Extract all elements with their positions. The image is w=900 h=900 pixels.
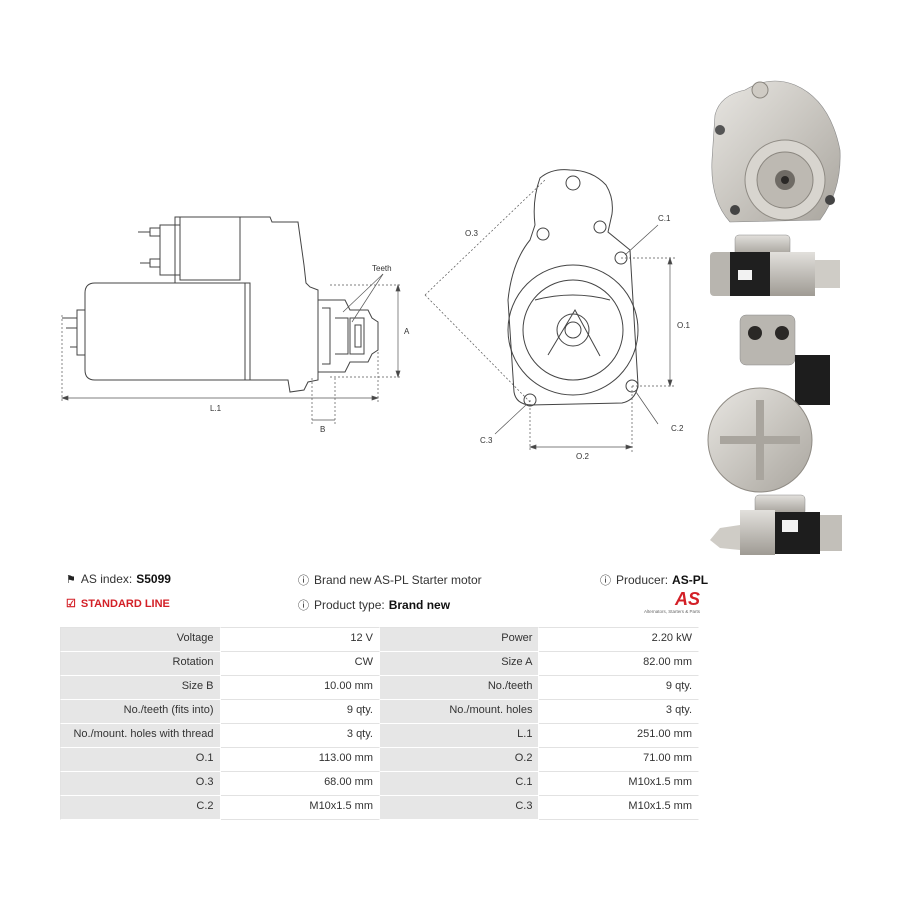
spec-key: No./teeth (fits into) [60,700,221,724]
dim-c1-label: C.1 [658,214,671,223]
dim-o1-label: O.1 [677,321,690,330]
spec-row: No./teeth (fits into)9 qty.No./mount. ho… [60,700,699,724]
info-icon: ⓘ [298,575,309,587]
spec-key: L.1 [379,724,540,748]
as-index: ⚑ AS index: S5099 [66,572,171,586]
producer-value: AS-PL [672,573,709,587]
as-index-label: AS index: [80,572,133,586]
spec-key: Size B [60,676,221,700]
tag-icon: ⚑ [66,573,76,586]
spec-key: Power [379,627,540,652]
spec-value: M10x1.5 mm [539,772,699,796]
dim-c3-label: C.3 [480,436,493,445]
info-icon: ⓘ [600,575,611,587]
spec-value: 71.00 mm [539,748,699,772]
spec-value: 82.00 mm [539,652,699,676]
info-icon: ⓘ [298,600,309,612]
spec-value: M10x1.5 mm [220,796,380,820]
description-text: Brand new AS-PL Starter motor [314,573,482,587]
spec-value: 251.00 mm [539,724,699,748]
standard-line: ☑ STANDARD LINE [66,597,170,611]
product-type: ⓘ Product type: Brand new [298,597,450,613]
producer-label: Producer: [616,573,669,587]
spec-key: C.2 [60,796,221,820]
spec-value: M10x1.5 mm [539,796,699,820]
technical-drawings: Teeth A B L.1 O.1 O.2 O.3 C.1 C.2 C.3 [60,169,690,461]
spec-key: No./mount. holes [379,700,540,724]
photo-front-face [711,80,841,223]
spec-key: C.3 [379,796,540,820]
as-index-value: S5099 [136,572,171,586]
spec-value: 2.20 kW [539,627,699,652]
product-photos [707,80,842,555]
spec-key: Voltage [60,627,221,652]
spec-key: Rotation [60,652,221,676]
product-type-value: Brand new [388,598,451,612]
product-type-label: Product type: [314,598,385,612]
side-view-dimensions [60,273,402,425]
spec-key: O.1 [60,748,221,772]
spec-value: 3 qty. [220,724,380,748]
spec-value: 113.00 mm [220,748,380,772]
dim-o3-label: O.3 [465,229,478,238]
logo-tagline: Alternators, Starters & Parts [643,609,700,614]
front-view-drawing [507,169,639,407]
spec-value: 3 qty. [539,700,699,724]
dim-b-label: B [320,425,325,434]
dim-o2-label: O.2 [576,452,589,461]
standard-line-label: STANDARD LINE [80,597,170,610]
spec-key: C.1 [379,772,540,796]
spec-value: 10.00 mm [220,676,380,700]
logo-mark: AS [674,589,700,609]
dim-l1-label: L.1 [210,404,222,413]
front-view-dimensions [424,179,675,452]
spec-key: O.2 [379,748,540,772]
dim-a-label: A [404,327,410,336]
photo-side-view [710,234,840,296]
side-view-drawing [62,216,379,393]
spec-key: Size A [379,652,540,676]
photo-rear-view [707,314,830,493]
as-logo: AS Alternators, Starters & Parts [640,590,700,620]
description: ⓘ Brand new AS-PL Starter motor [298,572,482,588]
spec-value: 9 qty. [220,700,380,724]
dim-c2-label: C.2 [671,424,684,433]
spec-value: 68.00 mm [220,772,380,796]
spec-key: O.3 [60,772,221,796]
product-info: ⚑ AS index: S5099 ⓘ Brand new AS-PL Star… [60,568,708,618]
spec-value: CW [220,652,380,676]
spec-key: No./mount. holes with thread [60,724,221,748]
checkbox-icon: ☑ [66,598,76,610]
photo-side-view-2 [710,494,842,555]
producer: ⓘ Producer: AS-PL [600,572,708,588]
teeth-label: Teeth [372,264,392,273]
spec-value: 12 V [220,627,380,652]
spec-value: 9 qty. [539,676,699,700]
spec-key: No./teeth [379,676,540,700]
